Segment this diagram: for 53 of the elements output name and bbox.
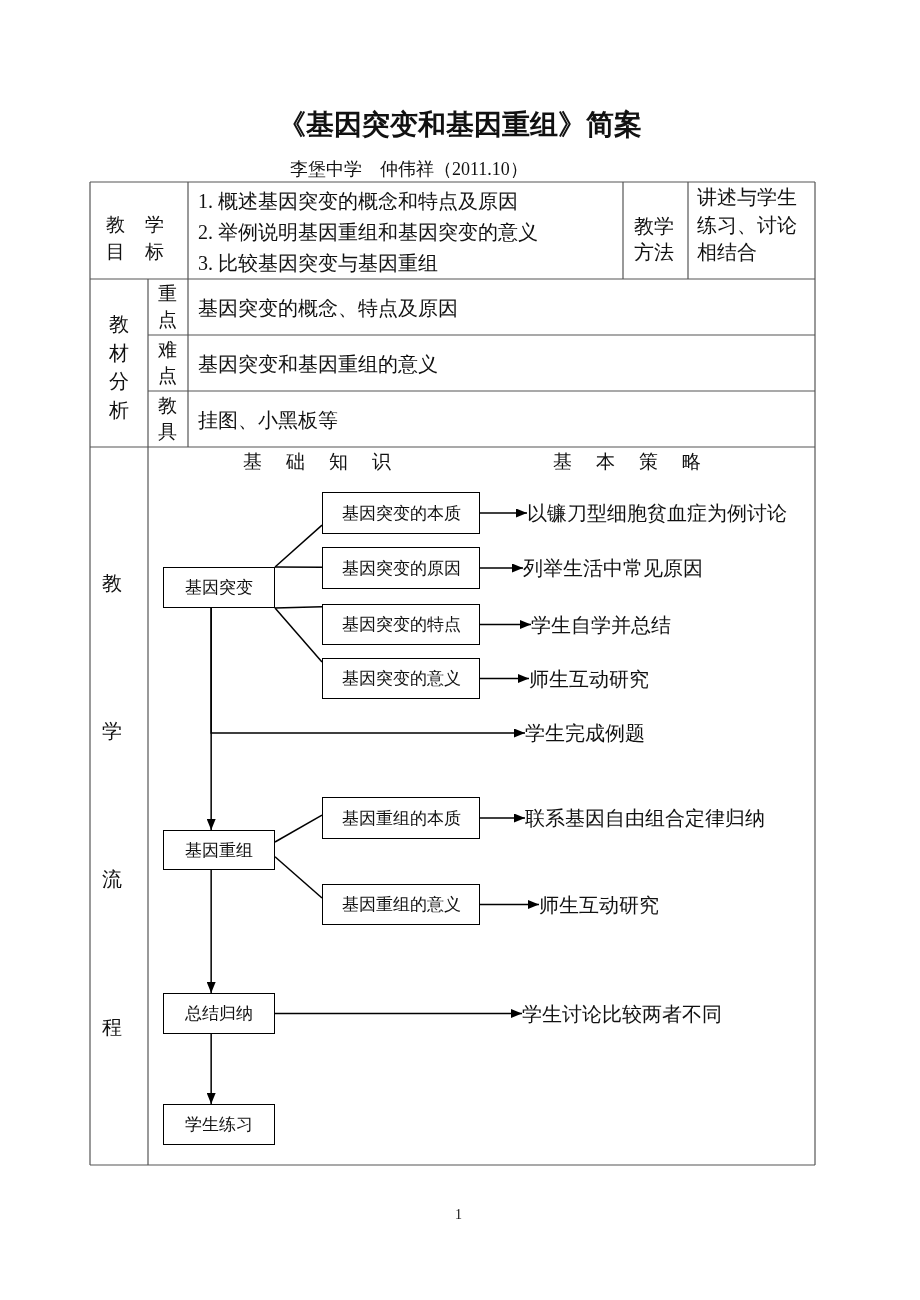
connector-line [274,814,323,843]
strategy-text: 师生互动研究 [529,666,649,691]
process-box: 基因突变的原因 [322,547,480,589]
strategy-text: 列举生活中常见原因 [523,556,703,580]
process-box: 基因突变 [163,567,275,608]
content-text: 基因突变和基因重组的意义 [198,352,438,376]
row-header: 教学流程 [102,571,122,1040]
objective-text: 3. 比较基因突变与基因重组 [198,251,438,275]
page-number: 1 [455,1207,462,1224]
connector-line [274,856,323,899]
process-box: 总结归纳 [163,993,275,1034]
connector-line [274,524,323,568]
column-header: 基本策略 [553,451,703,474]
column-header: 基础知识 [243,451,393,474]
row-subheader: 重点 [158,282,178,332]
process-box: 学生练习 [163,1104,275,1145]
arrow [479,674,530,683]
strategy-text: 师生互动研究 [539,892,659,917]
arrow [479,508,528,518]
author-line: 李堡中学 仲伟祥（2011.10） [290,159,528,181]
process-box: 基因重组的意义 [322,884,480,925]
strategy-text: 学生完成例题 [525,721,645,745]
method-text: 讲述与学生练习、讨论相结合 [697,185,798,265]
strategy-text: 学生自学并总结 [531,612,671,637]
process-box: 基因重组 [163,830,275,870]
connector-line [274,566,323,568]
row-subheader: 教具 [158,394,178,444]
strategy-text: 以镰刀型细胞贫血症为例讨论 [527,501,787,525]
strategy-text: 学生讨论比较两者不同 [522,1001,722,1026]
process-box: 基因突变的意义 [322,658,480,699]
arrow [206,607,216,831]
row-subheader: 难点 [158,338,178,388]
row-header: 教学目标 [106,213,185,264]
row-header: 教材分析 [109,312,129,423]
title: 《基因突变和基因重组》简案 [277,108,643,142]
process-box: 基因突变的本质 [322,492,480,534]
objective-text: 2. 举例说明基因重组和基因突变的意义 [198,220,538,244]
arrow [479,620,532,629]
arrow [206,869,216,994]
arrow [479,900,540,909]
strategy-text: 联系基因自由组合定律归纳 [525,806,765,830]
objective-text: 1. 概述基因突变的概念和特点及原因 [198,189,518,213]
process-box: 基因重组的本质 [322,797,480,839]
connector-line [274,607,323,663]
arrow [274,1009,523,1018]
row-header: 教学方法 [634,214,675,265]
process-box: 基因突变的特点 [322,604,480,645]
arrow [206,1033,216,1105]
connector-line [274,606,323,609]
arrow [479,563,524,573]
arrow [479,813,526,823]
content-text: 挂图、小黑板等 [198,408,338,432]
content-text: 基因突变的概念、特点及原因 [198,296,458,320]
